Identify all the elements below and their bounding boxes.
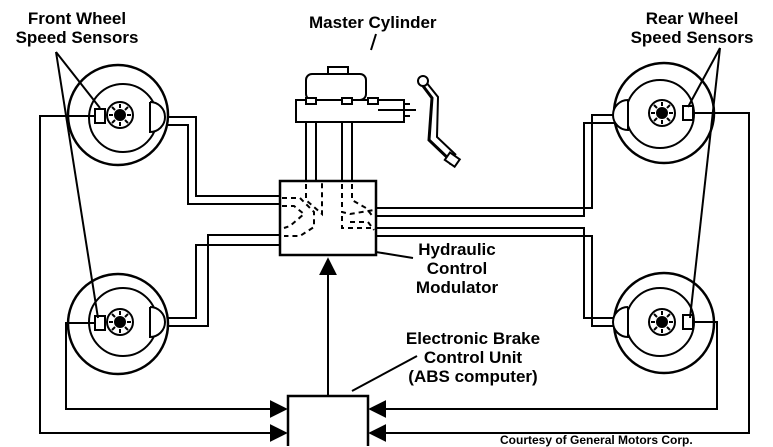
front-sensors-line-1: Front Wheel [27, 9, 127, 28]
rear-wheel-bottom [612, 271, 716, 375]
rear-wheel-top [612, 61, 716, 165]
rear-wheel-speed-sensors-label: Rear Wheel Speed Sensors [610, 9, 773, 47]
front-sensors-line-2: Speed Sensors [15, 28, 139, 47]
credit-text: Courtesy of General Motors Corp. [500, 433, 693, 447]
front-wheel-bottom [66, 272, 170, 376]
front-wheel-top [66, 63, 170, 167]
modulator-label: Hydraulic Control Modulator [402, 240, 512, 297]
ecu-label: Electronic Brake Control Unit (ABS compu… [388, 329, 558, 386]
ecu-line-3: (ABS computer) [408, 367, 538, 386]
modulator-line-2: Control [426, 259, 488, 278]
electronic-brake-control-unit [286, 394, 370, 446]
modulator-line-1: Hydraulic [418, 240, 496, 259]
rear-sensors-line-1: Rear Wheel [645, 9, 739, 28]
rear-sensors-line-2: Speed Sensors [630, 28, 754, 47]
modulator-line-3: Modulator [415, 278, 499, 297]
ecu-line-1: Electronic Brake [405, 329, 541, 348]
hydraulic-control-modulator [278, 179, 378, 257]
front-wheel-speed-sensors-label: Front Wheel Speed Sensors [2, 9, 152, 47]
master-cylinder-label: Master Cylinder [309, 13, 437, 32]
ecu-line-2: Control Unit [423, 348, 523, 367]
master-cylinder [295, 66, 462, 169]
